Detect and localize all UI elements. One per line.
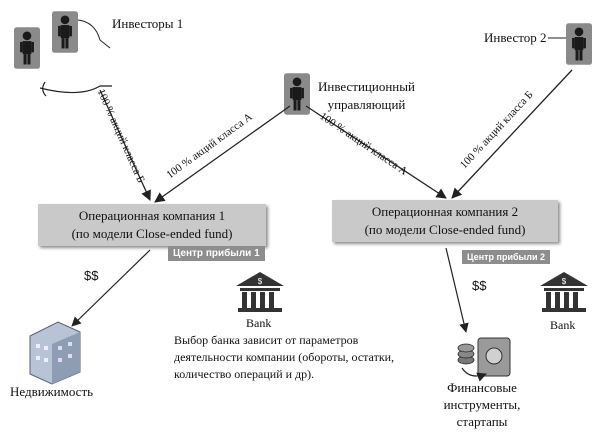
financial-icon <box>457 337 511 382</box>
investor-icon-1b <box>52 11 78 53</box>
company-1-subtitle: (по модели Close-ended fund) <box>71 226 233 241</box>
manager-label-line1: Инвестиционный <box>318 79 415 94</box>
financial-instruments-label: Финансовые инструменты, стартапы <box>432 380 532 431</box>
financial-label-line1: Финансовые <box>447 380 517 395</box>
investor-icon-1a <box>14 27 40 69</box>
investor-2-label: Инвестор 2 <box>484 30 547 45</box>
money-label-1: $$ <box>84 268 99 283</box>
money-label-2: $$ <box>472 278 487 293</box>
manager-icon <box>284 73 310 115</box>
investors-callout <box>77 19 111 49</box>
real-estate-icon <box>29 321 81 385</box>
bank-icon-2: $ <box>540 272 588 312</box>
bank-2-label: Bank <box>550 318 576 332</box>
arrow-investors1-company1 <box>99 89 151 201</box>
financial-label-line2: инструменты, <box>443 396 521 412</box>
profit-center-1-badge: Центр прибыли 1 <box>168 246 265 261</box>
company-1-title: Операционная компания 1 <box>78 208 226 224</box>
investors-bracket <box>39 85 112 94</box>
investors-1-label: Инвесторы 1 <box>112 16 184 31</box>
arrow-company2-financial <box>445 247 469 333</box>
profit-center-2-badge: Центр прибыли 2 <box>462 250 550 264</box>
bank-note-line3: количество операций и др). <box>174 366 315 381</box>
bank-note-line1: Выбор банка зависит от параметров <box>174 333 359 347</box>
arrow-manager-company1 <box>154 105 291 203</box>
company-2-title: Операционная компания 2 <box>371 204 519 220</box>
real-estate-label: Недвижимость <box>10 384 94 399</box>
bank-selection-note: Выбор банка зависит от параметров деятел… <box>174 332 394 382</box>
arrow-manager-company2 <box>305 105 447 199</box>
manager-label-line2: управляющий <box>327 96 406 112</box>
company-2-box: Операционная компания 2 (по модели Close… <box>332 200 558 242</box>
bank-note-line2: деятельности компании (обороты, остатки, <box>174 349 395 364</box>
company-1-box: Операционная компания 1 (по модели Close… <box>38 204 266 246</box>
bank-1-label: Bank <box>246 316 272 330</box>
svg-text:$: $ <box>258 277 263 286</box>
company-2-subtitle: (по модели Close-ended fund) <box>364 222 526 237</box>
investor-icon-2 <box>566 23 592 65</box>
svg-text:$: $ <box>562 277 567 286</box>
investors-bracket-left <box>42 81 47 97</box>
bank-icon-1: $ <box>236 272 284 312</box>
financial-label-line3: стартапы <box>456 413 508 429</box>
arrow-investor2-company2 <box>451 69 573 199</box>
manager-label: Инвестиционный управляющий <box>318 78 415 113</box>
arrow-company1-realestate <box>71 249 151 327</box>
